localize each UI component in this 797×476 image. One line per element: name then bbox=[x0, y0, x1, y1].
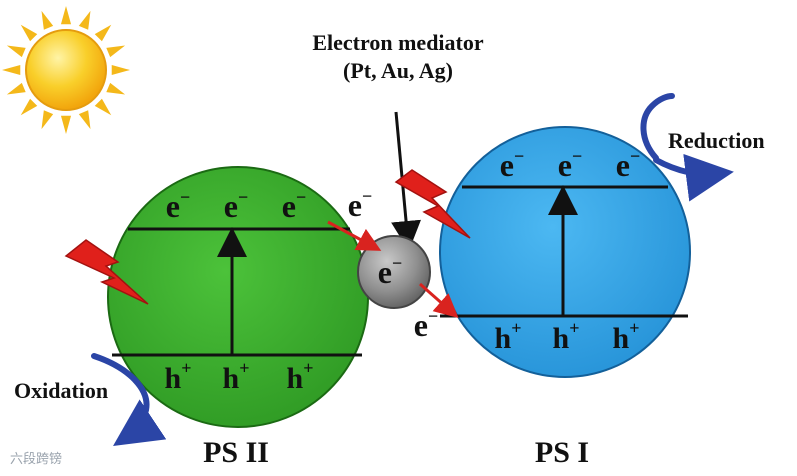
sun-ray bbox=[6, 45, 26, 58]
ps1-electron: e− bbox=[616, 146, 640, 183]
mediator-outgoing-electron: e− bbox=[414, 306, 438, 343]
sun-ray bbox=[78, 10, 91, 30]
sun-ray bbox=[94, 98, 112, 116]
watermark-text: 六段跨镑 bbox=[10, 452, 63, 467]
mediator-sphere: e− bbox=[357, 235, 431, 309]
ps1-particle bbox=[439, 126, 691, 378]
reduction-label: Reduction bbox=[668, 128, 765, 153]
sun-ray bbox=[60, 115, 72, 134]
sun-ray bbox=[106, 45, 126, 58]
ps2-label: PS II bbox=[203, 436, 269, 469]
sun-ray bbox=[41, 10, 54, 30]
sun-ray bbox=[78, 110, 91, 130]
ps1-hole: h+ bbox=[613, 318, 640, 355]
oxidation-label: Oxidation bbox=[14, 378, 108, 403]
oxidation-curved-arrow-icon bbox=[91, 353, 167, 446]
sun-ray bbox=[106, 82, 126, 95]
mediator-subtitle: (Pt, Au, Ag) bbox=[343, 58, 453, 83]
sun-ray bbox=[20, 98, 38, 116]
ps1-label: PS I bbox=[535, 436, 589, 469]
ps2-electron: e− bbox=[282, 187, 306, 224]
sun-ray bbox=[60, 6, 72, 25]
lightning-bolt-icon bbox=[64, 239, 149, 305]
ps2-electron: e− bbox=[224, 187, 248, 224]
mediator-incoming-electron: e− bbox=[348, 186, 372, 223]
ps1-electron: e− bbox=[558, 146, 582, 183]
electron-transfer-arrow-ps2-to-mediator bbox=[327, 220, 382, 251]
sun-ray bbox=[2, 64, 21, 76]
lightning-bolt-icon bbox=[394, 169, 471, 239]
mediator-title: Electron mediator bbox=[312, 30, 484, 55]
sun-ray bbox=[41, 110, 54, 130]
electron-transfer-arrow-mediator-to-ps1 bbox=[419, 282, 459, 318]
ps2-hole: h+ bbox=[223, 358, 250, 395]
ps1-electron: e− bbox=[500, 146, 524, 183]
sun-ray bbox=[94, 24, 112, 42]
mediator-electron: e− bbox=[378, 253, 402, 290]
ps2-hole: h+ bbox=[165, 358, 192, 395]
reduction-curved-arrow-tail-icon bbox=[653, 153, 734, 202]
ps1-hole: h+ bbox=[495, 318, 522, 355]
ps1-hole: h+ bbox=[553, 318, 580, 355]
sun-ray bbox=[111, 64, 130, 76]
ps2-hole: h+ bbox=[287, 358, 314, 395]
reduction-curved-arrow-icon bbox=[640, 93, 675, 161]
sun-ray bbox=[6, 82, 26, 95]
sun-icon bbox=[2, 6, 130, 134]
ps2-electron: e− bbox=[166, 187, 190, 224]
sun-ray bbox=[20, 24, 38, 42]
